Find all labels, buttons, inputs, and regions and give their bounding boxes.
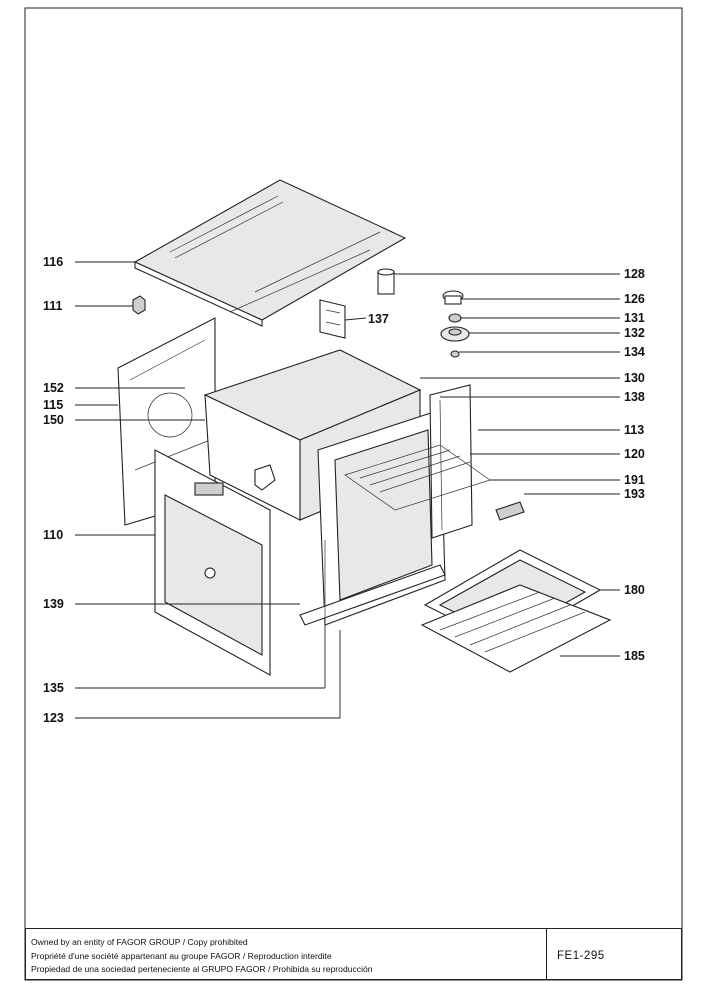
ownership-notice: Owned by an entity of FAGOR GROUP / Copy… xyxy=(31,936,541,977)
label-123: 123 xyxy=(43,711,64,725)
label-115: 115 xyxy=(43,398,63,412)
label-110: 110 xyxy=(43,528,63,542)
ownership-line-fr: Propriété d'une société appartenant au g… xyxy=(31,950,332,961)
label-132: 132 xyxy=(624,326,645,340)
label-134: 134 xyxy=(624,345,645,359)
label-111: 111 xyxy=(43,299,63,313)
label-120: 120 xyxy=(624,447,645,461)
clip-111 xyxy=(132,295,146,315)
label-152: 152 xyxy=(43,381,64,395)
bracket-137 xyxy=(319,299,346,339)
label-138: 138 xyxy=(624,390,645,404)
label-135: 135 xyxy=(43,681,64,695)
cylinder-128 xyxy=(377,268,395,295)
label-180: 180 xyxy=(624,583,645,597)
grill-185 xyxy=(420,584,612,673)
ownership-line-en: Owned by an entity of FAGOR GROUP / Copy… xyxy=(31,937,248,947)
label-139: 139 xyxy=(43,597,64,611)
knob-193 xyxy=(495,501,525,521)
drawing-code: FE1-295 xyxy=(546,929,682,979)
label-126: 126 xyxy=(624,292,645,306)
label-128: 128 xyxy=(624,267,645,281)
label-131: 131 xyxy=(624,311,645,325)
label-113: 113 xyxy=(624,423,644,437)
label-193: 193 xyxy=(624,487,645,501)
bottom-frame-123 xyxy=(299,540,446,626)
label-116: 116 xyxy=(43,255,63,269)
label-185: 185 xyxy=(624,649,645,663)
title-block: Owned by an entity of FAGOR GROUP / Copy… xyxy=(25,928,682,980)
door-110 xyxy=(154,449,271,676)
label-150: 150 xyxy=(43,413,64,427)
label-130: 130 xyxy=(624,371,645,385)
sheet-border xyxy=(24,7,683,981)
right-side-120 xyxy=(429,384,473,539)
label-191: 191 xyxy=(624,473,645,487)
leader-lines xyxy=(75,261,620,719)
ownership-line-es: Propiedad de una sociedad perteneciente … xyxy=(31,964,373,974)
lamp-assembly xyxy=(440,290,470,358)
label-137: 137 xyxy=(368,312,389,326)
top-panel-116 xyxy=(133,179,407,327)
